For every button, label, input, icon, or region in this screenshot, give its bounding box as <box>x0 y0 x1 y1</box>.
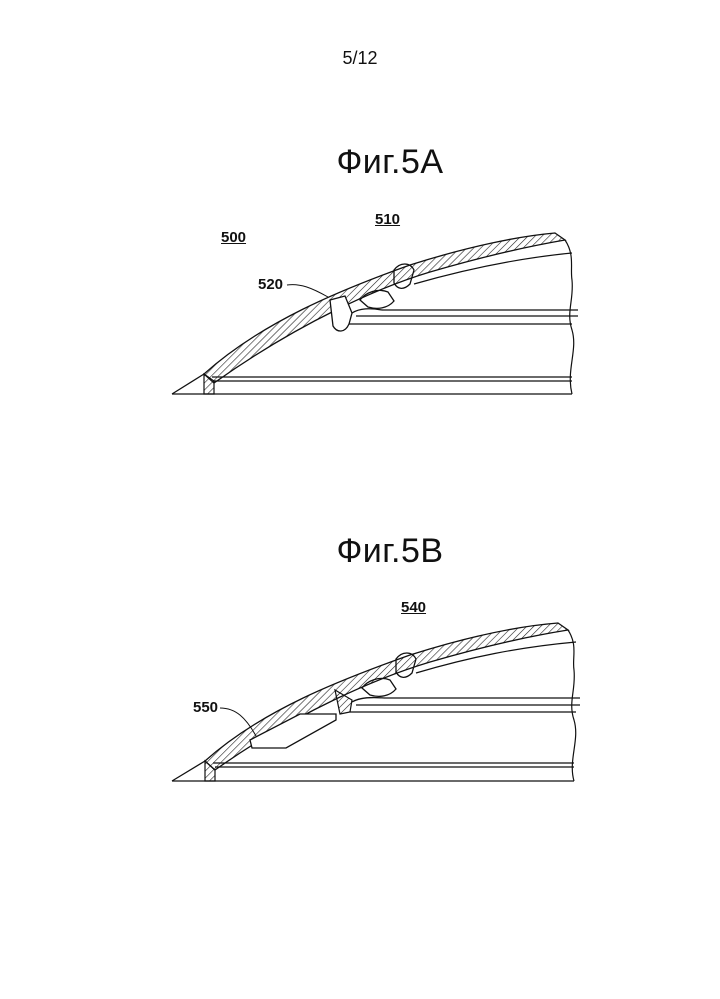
figure-5b-drawing <box>0 580 720 810</box>
base-line <box>172 374 572 394</box>
figure-5a-title: Фиг.5A <box>0 143 720 182</box>
leader-520 <box>287 285 328 297</box>
base-line <box>172 761 574 781</box>
figure-5a-drawing <box>0 190 720 420</box>
outer-shell-hatched <box>204 233 565 383</box>
break-line <box>565 240 574 394</box>
page-number: 5/12 <box>0 48 720 69</box>
figure-5b-title: Фиг.5B <box>0 532 720 571</box>
